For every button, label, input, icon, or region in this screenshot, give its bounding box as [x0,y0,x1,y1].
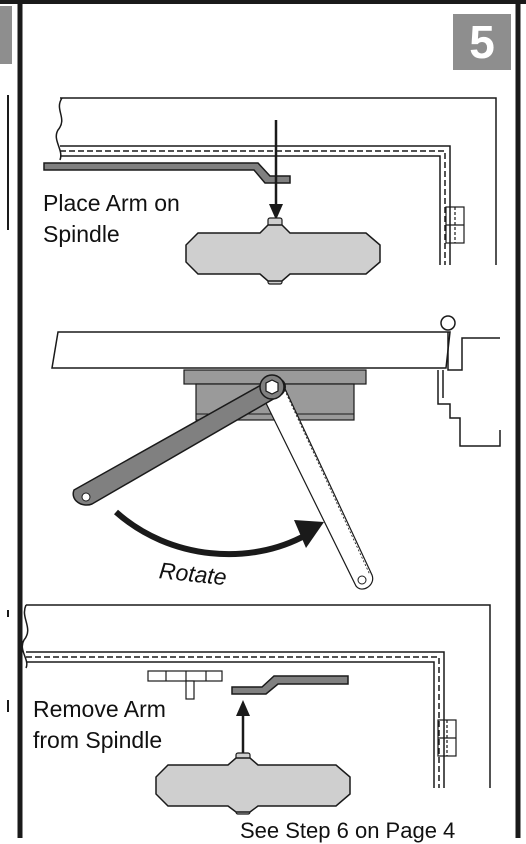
step-number-badge: 5 [453,14,511,70]
caption-rotate: Rotate [158,557,228,590]
caption-remove-line1: Remove Arm [33,696,166,722]
footer-note: See Step 6 on Page 4 [240,818,456,843]
spindle-bracket [147,670,223,700]
rotate-arrow [114,509,324,558]
door-frame-bottom [21,604,491,788]
arm-top [43,162,291,184]
hinge-top [445,206,465,244]
door-slab [51,331,451,369]
door-stop-side [437,315,501,447]
arrow-down [269,120,283,220]
caption-place-line1: Place Arm on [43,190,180,216]
previous-panel-edge [0,6,12,712]
hinge-bottom [437,719,457,757]
arm-solid [72,374,286,506]
closer-body-bottom [155,752,351,815]
closer-body-top [185,217,381,285]
caption-place-line2: Spindle [43,221,120,247]
arm-bottom [231,675,349,695]
caption-remove-line2: from Spindle [33,727,162,753]
